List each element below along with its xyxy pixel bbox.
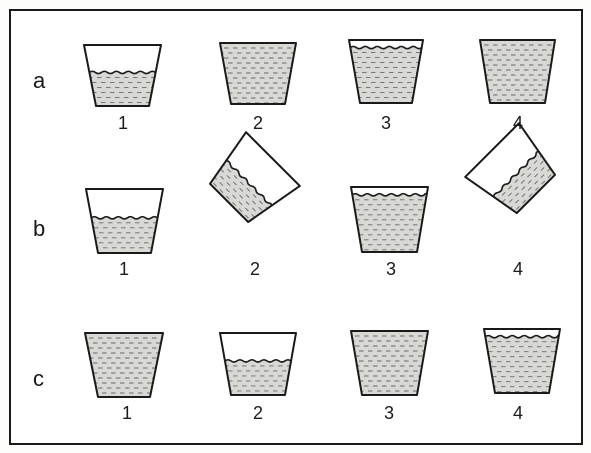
cup-a4 — [475, 40, 561, 105]
cup-c2 — [215, 333, 305, 397]
cup-b1 — [81, 189, 171, 255]
cup-b3 — [346, 187, 436, 254]
cup-a1 — [79, 45, 169, 108]
cup-c1 — [80, 333, 170, 399]
cup-a3 — [344, 40, 430, 105]
liquid — [197, 153, 279, 235]
cup-a2 — [215, 43, 305, 106]
liquid — [344, 48, 428, 105]
cup-b4 — [462, 117, 571, 226]
liquid — [486, 144, 568, 226]
liquid — [215, 43, 301, 106]
cup-c3 — [346, 331, 436, 397]
cup-c4 — [479, 329, 569, 395]
cup-b2 — [197, 129, 306, 238]
